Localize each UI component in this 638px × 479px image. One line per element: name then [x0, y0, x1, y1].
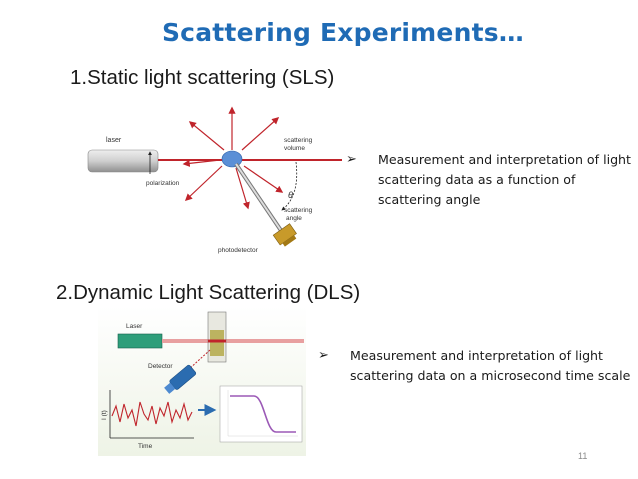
scattering-volume — [221, 150, 243, 168]
photodetector-label: photodetector — [218, 247, 259, 254]
scattered-light-arrows — [182, 106, 284, 210]
dls-detector-label: Detector — [148, 363, 173, 370]
intensity-trace — [111, 401, 193, 427]
theta-label: θ — [288, 190, 293, 200]
dls-detector — [164, 364, 197, 394]
slide-title: Scattering Experiments… — [161, 18, 525, 47]
scattering-angle-arc — [281, 161, 298, 211]
bullet-dls: ➢ Measurement and interpretation of ligh… — [318, 346, 636, 386]
bullet-arrow-icon: ➢ — [346, 152, 357, 167]
scattering-angle-label-2: angle — [286, 215, 302, 222]
scatter-path — [187, 349, 211, 371]
dls-diagram: Laser Detector I (t) Time — [98, 306, 306, 456]
scattering-volume-label-2: volume — [284, 145, 305, 152]
dls-laser-body — [117, 333, 163, 349]
section-heading-dls: 2.Dynamic Light Scattering (DLS) — [56, 281, 361, 304]
section-heading-sls: 1.Static light scattering (SLS) — [70, 66, 335, 89]
photodetector — [272, 223, 297, 247]
correlation-panel — [219, 385, 303, 443]
correlation-gridlines — [227, 390, 298, 437]
polarization-label: polarization — [146, 180, 180, 187]
bullet-sls: ➢ Measurement and interpretation of ligh… — [346, 150, 636, 210]
dls-laser-label: Laser — [126, 323, 143, 330]
scattering-angle-label-1: scattering — [284, 207, 313, 214]
scattering-volume-label-1: scattering — [284, 137, 313, 144]
laser-body — [87, 149, 159, 173]
bullet-dls-text: Measurement and interpretation of light … — [350, 348, 631, 383]
intensity-axis-label: I (t) — [101, 410, 108, 420]
bullet-sls-text: Measurement and interpretation of light … — [378, 152, 631, 207]
time-axis-label: Time — [138, 443, 153, 450]
page-number: 11 — [578, 451, 588, 461]
sls-diagram: laser polarization scattering volume θ s… — [87, 106, 342, 254]
laser-label: laser — [106, 137, 122, 144]
bullet-arrow-icon: ➢ — [318, 348, 329, 363]
correlation-curve — [230, 395, 296, 433]
